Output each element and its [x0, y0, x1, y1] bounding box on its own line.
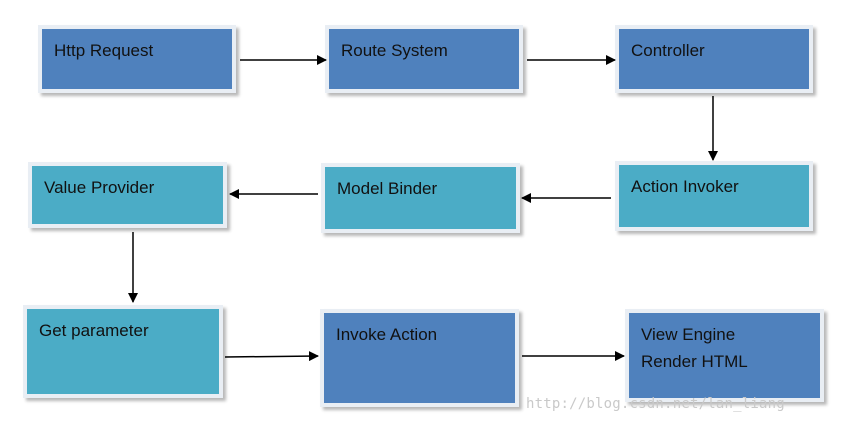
- node-label: Invoke Action: [336, 325, 438, 344]
- node-label: Value Provider: [44, 178, 155, 197]
- node-controller: Controller: [615, 25, 813, 93]
- node-value-provider: Value Provider: [28, 162, 227, 228]
- node-label-line1: View Engine: [641, 325, 736, 344]
- node-label: Get parameter: [39, 321, 149, 340]
- node-invoke-action: Invoke Action: [320, 309, 519, 407]
- node-get-parameter: Get parameter: [23, 305, 223, 398]
- node-label: Model Binder: [337, 179, 438, 198]
- node-label: Http Request: [54, 41, 154, 60]
- node-route-system: Route System: [325, 25, 523, 93]
- node-action-invoker: Action Invoker: [615, 161, 813, 231]
- node-label-line2: Render HTML: [641, 352, 748, 371]
- arrow-parameter-to-invoke: [224, 351, 319, 362]
- node-label: Route System: [341, 41, 448, 60]
- node-model-binder: Model Binder: [321, 163, 520, 233]
- watermark: http://blog.csdn.net/lan_liang: [526, 396, 785, 412]
- node-label: Action Invoker: [631, 177, 739, 196]
- node-http-request: Http Request: [38, 25, 236, 93]
- node-label: Controller: [631, 41, 705, 60]
- node-view-engine: View Engine Render HTML: [625, 309, 824, 402]
